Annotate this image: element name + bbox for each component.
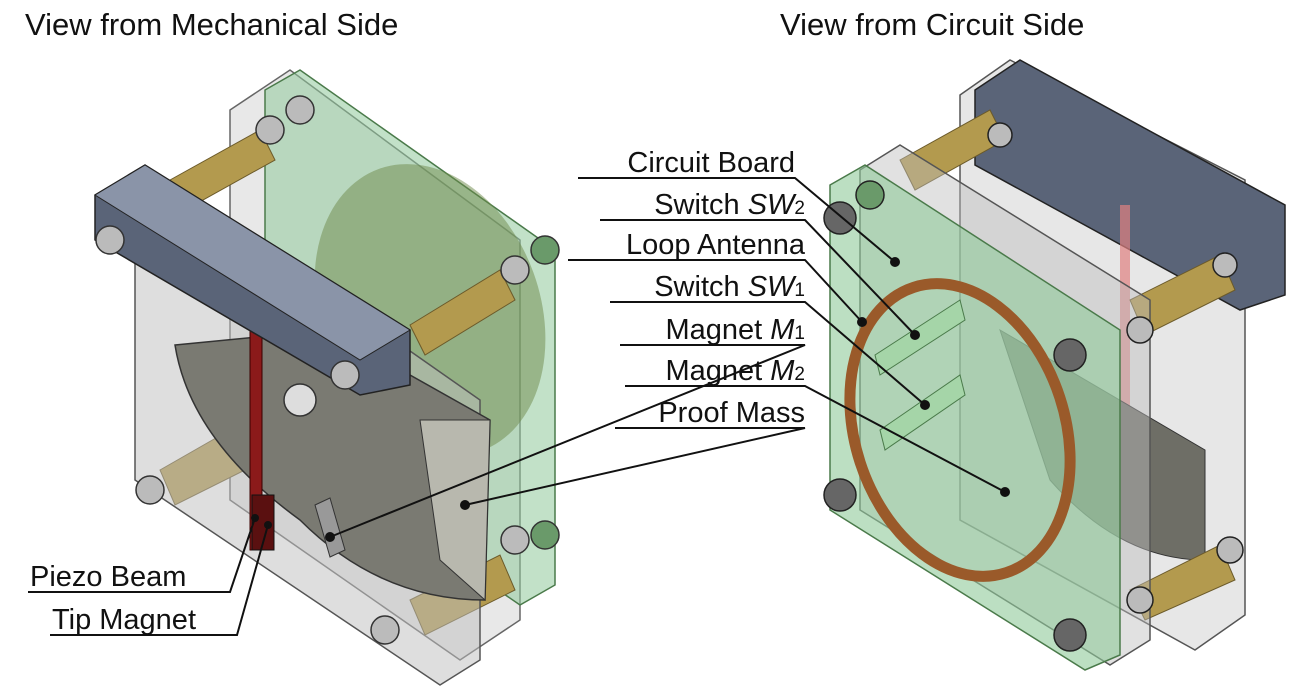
tip-magnet (251, 494, 275, 551)
loop-antenna (844, 278, 1076, 582)
top-bar-right (974, 59, 1286, 311)
title-mechanical-side: View from Mechanical Side (25, 7, 398, 42)
label-switch-sw1: Switch SW1 (654, 271, 805, 303)
mechanical-side-device (94, 69, 560, 686)
circuit-side-device (251, 59, 1286, 671)
label-magnet-m1: Magnet M1 (665, 314, 805, 346)
piezo-beam-right (1120, 205, 1130, 435)
label-circuit-board: Circuit Board (627, 147, 795, 179)
screws (95, 95, 560, 645)
top-bar-top (94, 164, 411, 361)
title-circuit-side: View from Circuit Side (780, 7, 1084, 42)
label-switch-sw2: Switch SW2 (654, 189, 805, 221)
magnet-m1 (314, 497, 346, 558)
proof-mass-face (419, 419, 491, 602)
switches (874, 299, 966, 451)
spacers-right (899, 109, 1236, 621)
label-proof-mass: Proof Mass (658, 397, 805, 429)
label-tip-magnet: Tip Magnet (52, 604, 196, 636)
leader-lines (28, 177, 1006, 636)
nuts-right (823, 122, 1244, 652)
label-piezo-beam: Piezo Beam (30, 561, 186, 593)
label-loop-antenna: Loop Antenna (626, 229, 806, 261)
label-magnet-m2: Magnet M2 (665, 355, 805, 387)
